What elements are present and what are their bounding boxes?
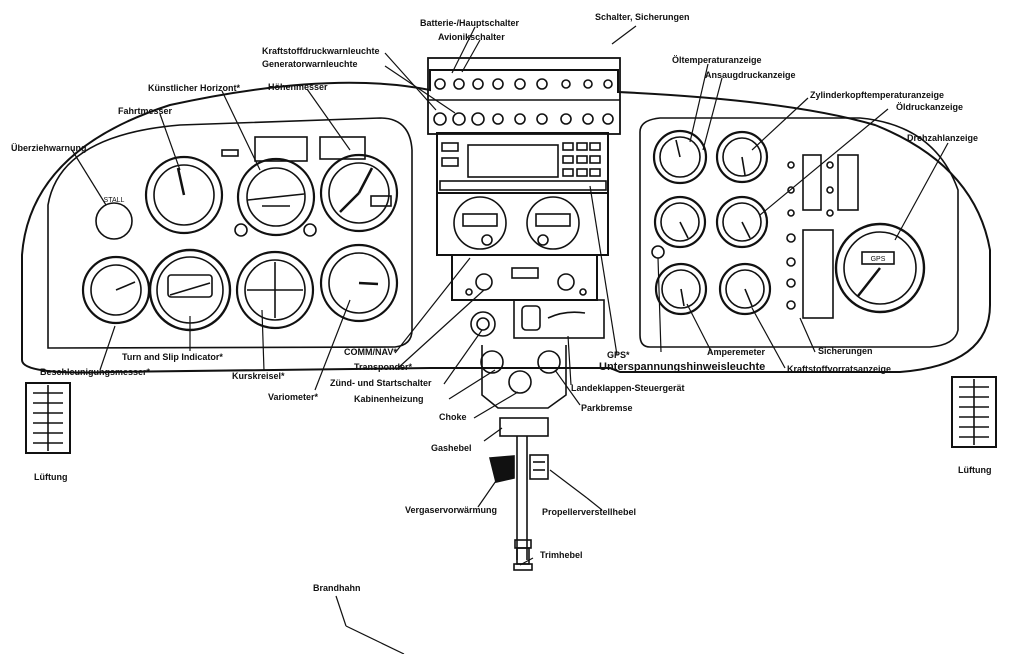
label-fahrtmesser: Fahrtmesser	[118, 107, 172, 116]
label-lueftung-right: Lüftung	[958, 466, 991, 475]
carb-heat	[490, 456, 514, 482]
label-batterie-hauptschalter: Batterie-/Hauptschalter	[420, 19, 519, 28]
manifold-gauge	[655, 197, 705, 247]
label-beschleunigungsmesser: Beschleunigungsmesser*	[40, 368, 150, 377]
label-amperemeter: Amperemeter	[707, 348, 765, 357]
label-hoehenmesser: Höhenmesser	[268, 83, 328, 92]
label-sicherungen: Sicherungen	[818, 347, 873, 356]
airspeed-indicator	[146, 157, 222, 233]
lower-controls	[481, 345, 566, 570]
label-kraftstoffvorrat: Kraftstoffvorratsanzeige	[787, 365, 891, 374]
label-schalter-sicherungen: Schalter, Sicherungen	[595, 13, 690, 22]
leader-lines	[72, 26, 948, 654]
heading-indicator	[237, 252, 313, 328]
fuse-panel-upper	[788, 155, 858, 216]
fuel-quantity-gauge	[720, 264, 770, 314]
label-parkbremse: Parkbremse	[581, 404, 633, 413]
label-ansaugdruckanzeige: Ansaugdruckanzeige	[705, 71, 796, 80]
label-brandhahn: Brandhahn	[313, 584, 361, 593]
oil-temp-gauge	[654, 131, 706, 183]
fuse-row	[434, 113, 613, 125]
label-kuenstlicher-horizont: Künstlicher Horizont*	[148, 84, 240, 93]
label-gashebel: Gashebel	[431, 444, 472, 453]
stall-warning	[96, 203, 132, 239]
label-gps: GPS*	[607, 351, 630, 360]
label-avionikschalter: Avionikschalter	[438, 33, 505, 42]
prop-lever	[530, 455, 548, 479]
altimeter	[321, 155, 397, 231]
throttle-lever	[500, 418, 548, 436]
cht-gauge	[717, 132, 767, 182]
label-drehzahlanzeige: Drehzahlanzeige	[907, 134, 978, 143]
fuse-panel-lower	[787, 230, 833, 318]
tachometer	[836, 224, 924, 312]
label-transponder: Transponder*	[354, 363, 412, 372]
label-oeldruckanzeige: Öldruckanzeige	[896, 103, 963, 112]
label-variometer: Variometer*	[268, 393, 318, 402]
label-vergaservorwaermung: Vergaservorwärmung	[405, 506, 497, 515]
label-zuend-startschalter: Zünd- und Startschalter	[330, 379, 432, 388]
label-kurskreisel: Kurskreisel*	[232, 372, 285, 381]
label-ueberziehwarnung: Überziehwarnung	[11, 144, 87, 153]
stall-text: STALL	[104, 197, 125, 204]
label-comm-nav: COMM/NAV*	[344, 348, 397, 357]
accelerometer	[83, 257, 149, 323]
low-volt-light	[652, 246, 664, 258]
label-trimhebel: Trimhebel	[540, 551, 583, 560]
label-unterspannung: Unterspannungshinweisleuchte	[599, 362, 765, 373]
ignition-switch	[471, 312, 495, 336]
label-lueftung-left: Lüftung	[34, 473, 67, 482]
label-oeltemperaturanzeige: Öltemperaturanzeige	[672, 56, 762, 65]
right-instruments	[652, 131, 924, 318]
gps-tacho-text: GPS	[871, 256, 886, 263]
variometer	[321, 245, 397, 321]
label-choke: Choke	[439, 413, 467, 422]
oil-pressure-gauge	[717, 197, 767, 247]
label-kabinenheizung: Kabinenheizung	[354, 395, 424, 404]
label-kraftstoffdruckwarnleuchte: Kraftstoffdruckwarnleuchte	[262, 47, 380, 56]
switch-row	[435, 79, 612, 89]
ammeter-gauge	[656, 264, 706, 314]
label-zylinderkopftemperaturanzeige: Zylinderkopftemperaturanzeige	[810, 91, 944, 100]
label-propellerverstellhebel: Propellerverstellhebel	[542, 508, 636, 517]
attitude-indicator	[235, 159, 316, 236]
label-landeklappen: Landeklappen-Steuergerät	[571, 384, 685, 393]
label-generatorwarnleuchte: Generatorwarnleuchte	[262, 60, 358, 69]
label-turn-and-slip: Turn and Slip Indicator*	[122, 353, 223, 362]
avionics-stack	[437, 133, 608, 338]
